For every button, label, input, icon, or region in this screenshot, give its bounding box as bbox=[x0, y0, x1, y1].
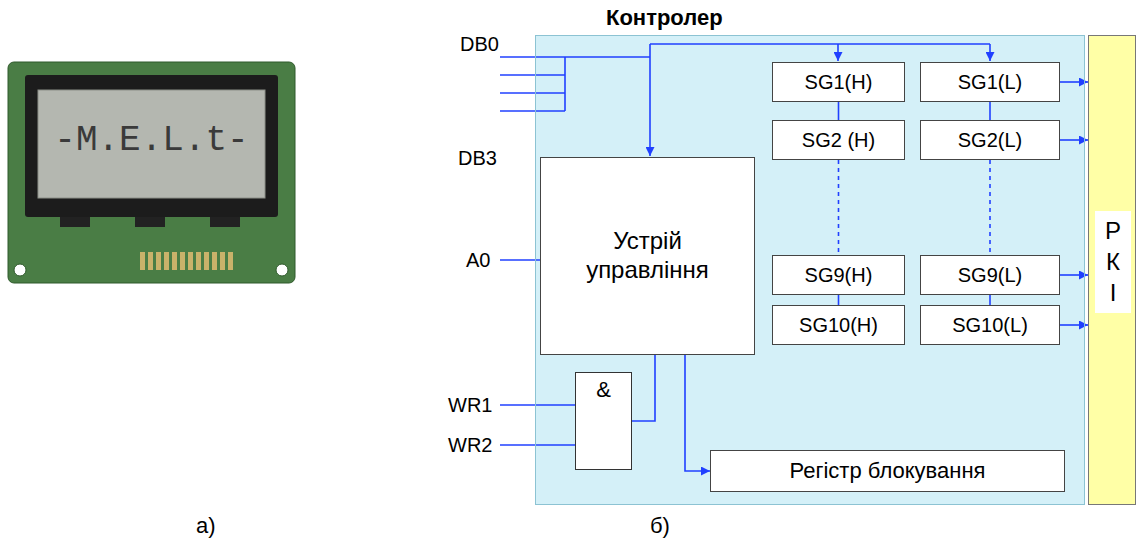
mount-hole bbox=[14, 264, 26, 276]
connector-line bbox=[838, 295, 840, 305]
signal-name: DB3 bbox=[458, 147, 497, 170]
connector-line bbox=[685, 355, 710, 471]
segment-register: SG9(L) bbox=[920, 255, 1060, 295]
signal-name: WR2 bbox=[448, 434, 492, 457]
write-wire bbox=[500, 404, 575, 406]
register-name: Регістр блокування bbox=[790, 458, 986, 484]
bus-arrow bbox=[837, 44, 839, 61]
lcd-module-photo bbox=[8, 62, 295, 283]
register-name: SG9(H) bbox=[805, 264, 873, 287]
unit-name: Устрій управління bbox=[563, 227, 733, 285]
register-name: SG10(H) bbox=[799, 314, 878, 337]
connector-line bbox=[632, 355, 655, 421]
register-name: SG2 (H) bbox=[802, 129, 875, 152]
signal-name: WR1 bbox=[448, 394, 492, 417]
and-gate: & bbox=[575, 372, 632, 470]
segment-register: SG2 (H) bbox=[772, 120, 905, 160]
segment-register: SG9(H) bbox=[772, 255, 905, 295]
data-wire bbox=[565, 56, 650, 58]
register-name: SG2(L) bbox=[958, 129, 1022, 152]
data-bus bbox=[650, 43, 990, 45]
register-name: SG10(L) bbox=[952, 314, 1028, 337]
pcb-board bbox=[8, 62, 295, 283]
signal-name: A0 bbox=[466, 249, 490, 272]
controller-fill bbox=[535, 35, 1085, 505]
bus-arrow bbox=[649, 44, 651, 156]
segment-register: SG10(L) bbox=[920, 305, 1060, 345]
data-wire bbox=[500, 92, 565, 94]
segment-register: SG2(L) bbox=[920, 120, 1060, 160]
segment-register: SG1(L) bbox=[920, 62, 1060, 102]
data-wire bbox=[500, 56, 565, 58]
pin-row bbox=[140, 252, 233, 270]
register-name: SG1(H) bbox=[805, 71, 873, 94]
connector-line bbox=[1060, 81, 1088, 83]
bus-wires bbox=[500, 44, 990, 445]
figure-label: а) bbox=[196, 513, 216, 539]
register-name: SG1(L) bbox=[958, 71, 1022, 94]
connector-line bbox=[1060, 324, 1088, 326]
connector-line bbox=[989, 295, 991, 305]
frame-tab bbox=[60, 217, 90, 227]
segment-register: SG10(H) bbox=[772, 305, 905, 345]
segment-register: SG1(H) bbox=[772, 62, 905, 102]
data-wire bbox=[500, 110, 565, 112]
control-unit: Устрій управління bbox=[540, 157, 755, 355]
write-wire bbox=[500, 444, 575, 446]
lcd-frame bbox=[25, 75, 278, 217]
signal-name: DB0 bbox=[460, 33, 499, 56]
connector-line bbox=[989, 160, 991, 255]
lock-register: Регістр блокування bbox=[710, 450, 1065, 492]
connector-line bbox=[989, 102, 991, 120]
frame-tab bbox=[135, 217, 165, 227]
mount-hole bbox=[276, 264, 288, 276]
connector-line bbox=[1060, 274, 1088, 276]
bus-arrow bbox=[989, 44, 991, 61]
data-wire bbox=[500, 74, 565, 76]
controller-block: КонтролерSG1(H)SG1(L)Устрій управлінняSG… bbox=[535, 35, 1085, 505]
address-wire bbox=[500, 259, 540, 261]
frame-tab bbox=[210, 217, 240, 227]
block-title: Контролер bbox=[606, 5, 723, 31]
connector-line bbox=[1060, 139, 1088, 141]
gate-symbol: & bbox=[596, 377, 611, 403]
lcd-readout: -M.E.L.t- bbox=[38, 120, 265, 161]
panel-name: Р К І bbox=[1095, 211, 1131, 313]
connector-line bbox=[838, 160, 840, 255]
lcd-panel: Р К І bbox=[1088, 35, 1136, 505]
register-name: SG9(L) bbox=[958, 264, 1022, 287]
figure-label: б) bbox=[650, 513, 670, 539]
connector-line bbox=[838, 102, 840, 120]
lcd-glass bbox=[38, 90, 265, 198]
data-wire bbox=[564, 57, 566, 111]
